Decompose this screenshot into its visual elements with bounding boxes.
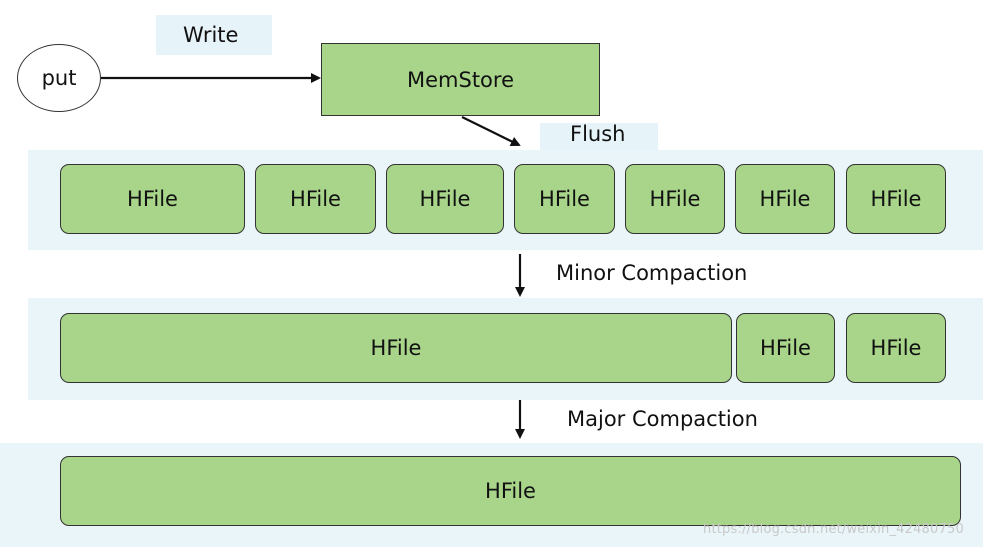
tier1-hfile-2: HFile — [255, 164, 376, 234]
tier3-hfile-1: HFile — [60, 456, 961, 526]
write-label: Write — [183, 23, 239, 47]
major-compaction-label: Major Compaction — [567, 407, 758, 431]
hfile-label: HFile — [759, 187, 811, 211]
hfile-label: HFile — [539, 187, 590, 211]
hfile-label: HFile — [485, 479, 536, 503]
flush-arrow — [461, 116, 521, 146]
put-label: put — [41, 66, 77, 90]
hfile-label: HFile — [870, 336, 922, 360]
flush-tag — [540, 123, 658, 150]
hfile-label: HFile — [127, 187, 178, 211]
tier1-hfile-3: HFile — [386, 164, 504, 234]
put-node: put — [17, 44, 101, 112]
tier2-hfile-1: HFile — [60, 313, 732, 383]
tier2-hfile-3: HFile — [846, 313, 946, 383]
write-tag — [156, 15, 272, 55]
tier2-hfile-2: HFile — [736, 313, 835, 383]
tier1-hfile-5: HFile — [625, 164, 725, 234]
tier1-hfile-7: HFile — [846, 164, 946, 234]
hfile-label: HFile — [370, 336, 422, 360]
memstore-box: MemStore — [321, 43, 600, 116]
memstore-label: MemStore — [407, 67, 514, 92]
tier1-hfile-4: HFile — [514, 164, 615, 234]
hfile-label: HFile — [649, 187, 701, 211]
hfile-label: HFile — [760, 336, 811, 360]
tier1-hfile-1: HFile — [60, 164, 245, 234]
flush-label: Flush — [570, 122, 626, 146]
hfile-label: HFile — [290, 187, 341, 211]
hfile-label: HFile — [870, 187, 922, 211]
watermark: https://blog.csdn.net/weixin_42480750 — [703, 522, 964, 537]
hfile-label: HFile — [419, 187, 471, 211]
tier1-hfile-6: HFile — [735, 164, 835, 234]
minor-compaction-label: Minor Compaction — [556, 261, 748, 285]
